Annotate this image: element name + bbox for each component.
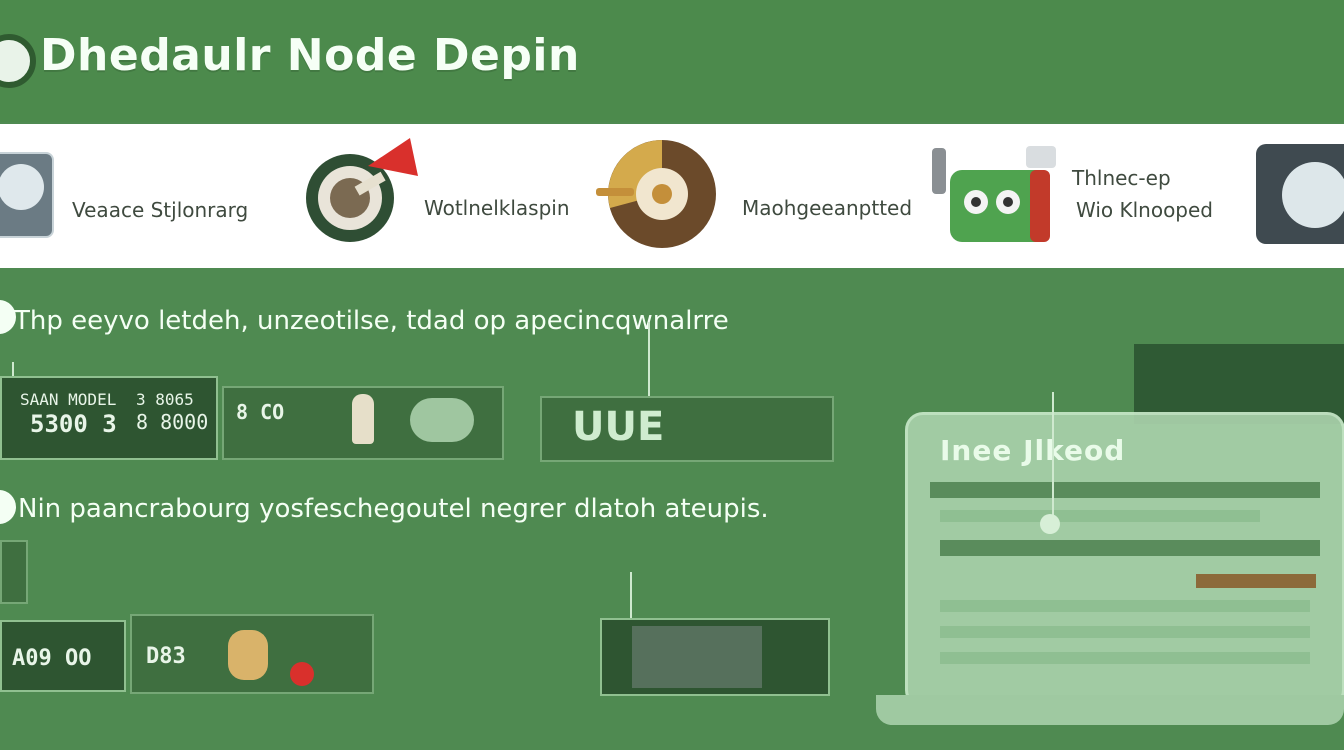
section-heading: Nin paancrabourg yosfeschegoutel negrer … (18, 494, 769, 524)
feature-item-1[interactable]: Veaace Stjlonrarg (0, 140, 260, 250)
laptop-row (940, 600, 1310, 612)
stats-line: 5300 3 (30, 410, 117, 438)
scene-label: D83 (146, 644, 186, 669)
stats-side: 8 8000 (136, 410, 209, 434)
robot-bag-icon (932, 146, 1056, 242)
scene-panel[interactable]: 8 CO (222, 386, 504, 460)
header-bar (0, 0, 1344, 122)
shelf-panel (1134, 344, 1344, 424)
gauge-icon (1256, 144, 1344, 244)
connector-line (1052, 392, 1054, 522)
laptop-row (940, 652, 1310, 664)
laptop-base (876, 695, 1344, 725)
scene-panel[interactable]: D83 (130, 614, 374, 694)
stats-side: 3 8065 (136, 390, 194, 409)
scene-panel[interactable] (600, 618, 830, 696)
laptop-row (930, 482, 1320, 498)
red-dot-icon (290, 662, 314, 686)
feature-item-4[interactable]: Thlnec-ep Wio Klnooped (930, 140, 1250, 260)
character-icon (352, 394, 374, 444)
page-title: Dhedaulr Node Depin (40, 30, 580, 81)
lens-icon (306, 138, 418, 242)
bullet-icon (0, 490, 16, 524)
scene-image (632, 626, 762, 688)
laptop-row (940, 510, 1260, 522)
stats-line: SAAN MODEL (20, 390, 117, 409)
stats-panel[interactable]: SAAN MODEL 5300 3 3 8065 8 8000 (0, 376, 218, 460)
feature-item-2[interactable]: Wotlnelklaspin (290, 128, 590, 258)
stats-line: A09 OO (12, 646, 92, 671)
feature-label: Veaace Stjlonrarg (72, 198, 249, 222)
feature-item-3[interactable]: Maohgeeanptted (596, 134, 916, 254)
laptop-row (940, 540, 1320, 556)
pie-icon (596, 140, 716, 248)
feature-label: Thlnec-ep (1072, 166, 1171, 190)
screen-panel[interactable]: UUE (540, 396, 834, 462)
bullet-icon (0, 300, 16, 334)
character-icon (228, 630, 268, 680)
character-icon (410, 398, 474, 442)
stats-panel[interactable]: A09 OO (0, 620, 126, 692)
device-icon (0, 152, 54, 238)
laptop-row (1196, 574, 1316, 588)
knob-icon (1040, 514, 1060, 534)
feature-label: Maohgeeanptted (742, 196, 913, 220)
laptop-title: Inee Jlkeod (940, 434, 1126, 467)
connector-line (630, 572, 632, 622)
feature-label-secondary: Wio Klnooped (1076, 198, 1214, 222)
scene-label: 8 CO (236, 400, 285, 424)
connector-line (648, 322, 650, 436)
section-heading: Thp eeyvo letdeh, unzeotilse, tdad op ap… (14, 306, 729, 336)
feature-label: Wotlnelklaspin (424, 196, 570, 220)
thumbnail-panel[interactable] (0, 540, 28, 604)
laptop-row (940, 626, 1310, 638)
screen-text: UUE (572, 404, 665, 450)
feature-item-5[interactable] (1256, 144, 1344, 248)
